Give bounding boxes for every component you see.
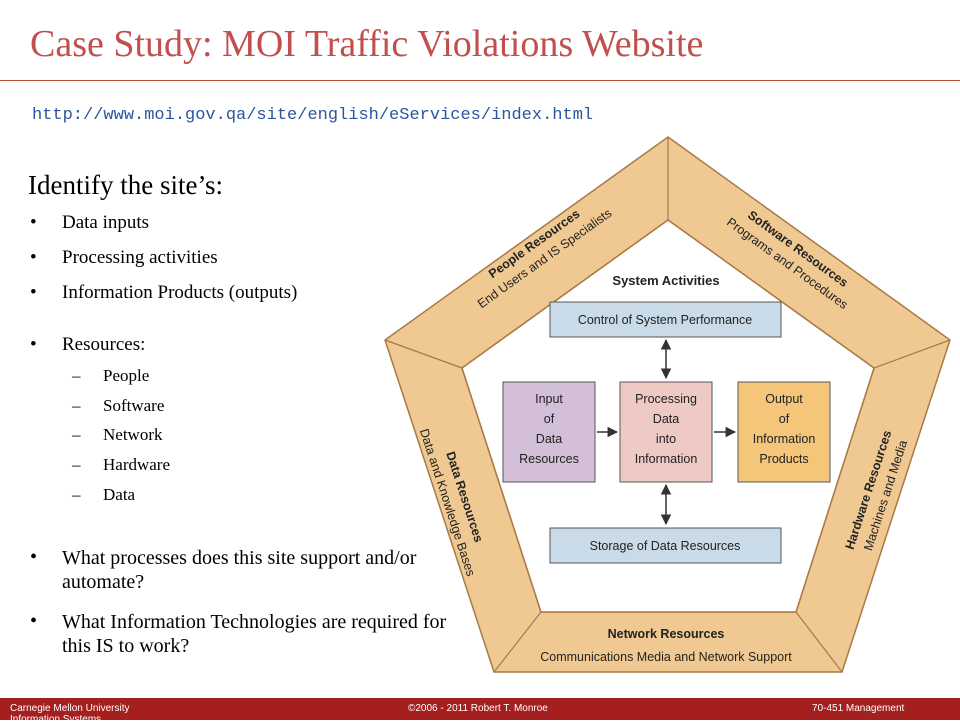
output-box-line: of	[779, 412, 790, 426]
control-box	[549, 301, 782, 338]
question-text: What Information Technologies are requir…	[62, 611, 447, 657]
dash-icon: –	[72, 366, 81, 385]
bullet-text: Processing activities	[62, 247, 218, 268]
processing-box-line: Information	[635, 452, 698, 466]
control-box-label: Control of System Performance	[578, 313, 752, 327]
sub-bullet-text: Data	[103, 485, 136, 504]
is-resources-pentagon-diagram: People Resources End Users and IS Specia…	[384, 136, 951, 673]
output-box-line: Products	[759, 452, 808, 466]
processing-box-line: Processing	[635, 392, 697, 406]
bullet-icon: •	[30, 247, 37, 268]
band-divider	[795, 611, 843, 673]
input-box-line: of	[544, 412, 555, 426]
band-divider	[384, 339, 463, 369]
footer-bar: Carnegie Mellon University Information S…	[0, 698, 960, 725]
input-box	[502, 381, 596, 483]
input-box-line: Resources	[519, 452, 579, 466]
dash-icon: –	[72, 455, 81, 474]
band-divider	[493, 611, 542, 673]
dash-icon: –	[72, 485, 81, 504]
sub-bullet-text: People	[103, 366, 150, 385]
dash-icon: –	[72, 425, 81, 444]
network-resources-title: Network Resources	[608, 627, 725, 641]
footer-left: Carnegie Mellon University Information S…	[10, 703, 130, 725]
bullet-text: Information Products (outputs)	[62, 282, 298, 303]
bullet-icon: •	[30, 334, 37, 355]
question-text: What processes does this site support an…	[62, 547, 417, 593]
system-activities-title: System Activities	[612, 273, 719, 288]
footer-course: 70-451 Management	[812, 703, 905, 714]
dash-icon: –	[72, 396, 81, 415]
sub-bullet-text: Software	[103, 396, 165, 415]
storage-box-label: Storage of Data Resources	[590, 539, 741, 553]
footer-university: Carnegie Mellon University	[10, 703, 130, 714]
input-box-line: Input	[535, 392, 563, 406]
output-box-line: Information	[753, 432, 816, 446]
output-box	[737, 381, 831, 483]
processing-box-line: Data	[653, 412, 679, 426]
network-resources-label: Network Resources Communications Media a…	[540, 627, 792, 664]
slide-title: Case Study: MOI Traffic Violations Websi…	[30, 23, 704, 65]
section-heading: Identify the site’s:	[28, 170, 223, 200]
title-divider	[0, 80, 960, 81]
network-resources-subtitle: Communications Media and Network Support	[540, 650, 792, 664]
bullet-icon: •	[30, 610, 38, 632]
sub-bullet-text: Hardware	[103, 455, 171, 474]
processing-box	[619, 381, 713, 483]
bullet-icon: •	[30, 546, 38, 568]
sub-bullet-text: Network	[103, 425, 163, 444]
footer-copyright: ©2006 - 2011 Robert T. Monroe	[408, 703, 548, 714]
bullet-icon: •	[30, 212, 37, 233]
bullet-text: Resources:	[62, 334, 146, 355]
bullet-text: Data inputs	[62, 212, 150, 233]
storage-box	[549, 527, 782, 564]
website-url[interactable]: http://www.moi.gov.qa/site/english/eServ…	[32, 106, 594, 125]
bullet-icon: •	[30, 282, 37, 303]
input-box-line: Data	[536, 432, 562, 446]
band-divider	[873, 339, 951, 369]
output-box-line: Output	[765, 392, 803, 406]
processing-box-line: into	[656, 432, 676, 446]
